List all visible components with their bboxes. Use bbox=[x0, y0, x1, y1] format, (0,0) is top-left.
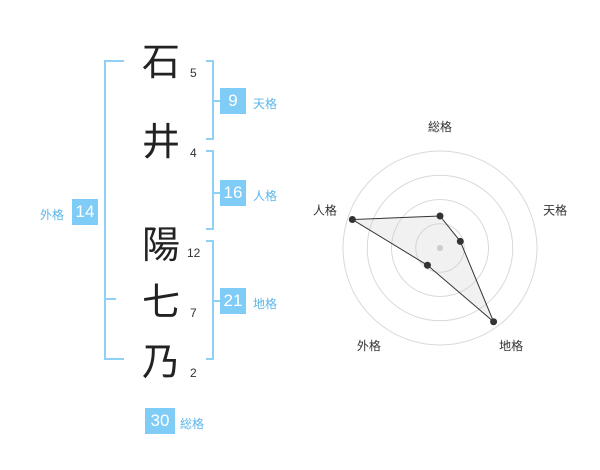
radar-ring-4 bbox=[342, 150, 538, 346]
radar-ring-1 bbox=[415, 223, 465, 273]
radar-point-5 bbox=[348, 216, 356, 224]
radar-axis-label-5: 人格 bbox=[313, 203, 337, 218]
gaikaku-bracket bbox=[104, 60, 106, 360]
gaikaku-badge: 14 bbox=[72, 199, 98, 225]
stroke-count-3: 12 bbox=[187, 246, 201, 260]
name-char-5: 乃 bbox=[142, 340, 181, 384]
tenkaku-badge: 9 bbox=[220, 88, 246, 114]
tenkaku-label: 天格 bbox=[253, 97, 278, 111]
jinkaku-bracket-bottom bbox=[206, 228, 214, 230]
radar-axis-label-4: 外格 bbox=[357, 338, 381, 353]
radar-ring-3 bbox=[366, 174, 514, 322]
radar-point-3 bbox=[490, 318, 498, 326]
chikaku-badge: 21 bbox=[220, 288, 246, 314]
name-char-3: 陽 bbox=[142, 223, 181, 267]
radar-ring-2 bbox=[391, 199, 489, 297]
jinkaku-bracket bbox=[212, 150, 214, 230]
radar-point-4 bbox=[423, 261, 431, 269]
radar-point-1 bbox=[436, 212, 444, 220]
radar-area bbox=[350, 215, 495, 323]
radar-point-2 bbox=[456, 237, 464, 245]
jinkaku-bracket-top bbox=[206, 150, 214, 152]
gaikaku-bracket-top bbox=[104, 60, 124, 62]
radar-axis-label-2: 天格 bbox=[543, 203, 567, 218]
tenkaku-bracket-bottom bbox=[206, 138, 214, 140]
jinkaku-label: 人格 bbox=[253, 189, 278, 203]
stroke-count-1: 5 bbox=[190, 66, 197, 80]
gaikaku-bracket-mid bbox=[104, 298, 116, 300]
chikaku-bracket-bottom bbox=[206, 358, 214, 360]
stroke-count-4: 7 bbox=[190, 306, 197, 320]
name-char-4: 七 bbox=[142, 280, 181, 324]
gaikaku-label: 外格 bbox=[40, 208, 65, 222]
gaikaku-bracket-bottom bbox=[104, 358, 124, 360]
chikaku-bracket-top bbox=[206, 240, 214, 242]
tenkaku-connector bbox=[212, 100, 220, 102]
chikaku-connector bbox=[212, 300, 220, 302]
soukaku-label: 総格 bbox=[180, 417, 205, 431]
tenkaku-bracket-top bbox=[206, 60, 214, 62]
jinkaku-connector bbox=[212, 192, 220, 194]
name-char-1: 石 bbox=[142, 40, 181, 84]
stroke-count-5: 2 bbox=[190, 366, 197, 380]
radar-axis-label-3: 地格 bbox=[499, 338, 523, 353]
radar-axis-label-1: 総格 bbox=[428, 119, 452, 134]
name-char-2: 井 bbox=[142, 120, 181, 164]
jinkaku-badge: 16 bbox=[220, 180, 246, 206]
radar-center-dot bbox=[437, 245, 443, 251]
stroke-count-2: 4 bbox=[190, 146, 197, 160]
chikaku-label: 地格 bbox=[253, 297, 278, 311]
soukaku-badge: 30 bbox=[145, 408, 175, 434]
